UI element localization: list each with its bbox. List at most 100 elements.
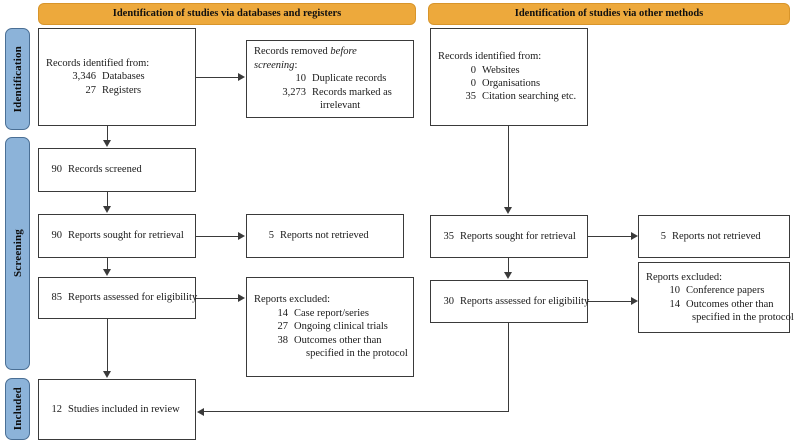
box-reports-not-retrieved-databases: 5 Reports not retrieved <box>246 214 404 258</box>
records-removed-item: 3,273 Records marked as <box>254 86 406 99</box>
stage-pill-screening: Screening <box>5 137 30 370</box>
arrowhead-assessed-to-included <box>103 371 111 378</box>
connector-other-sought-to-assessed <box>508 258 510 273</box>
records-removed-heading: Records removed before <box>254 45 406 58</box>
stage-pill-identification: Identification <box>5 28 30 130</box>
item-label: Reports not retrieved <box>672 230 761 242</box>
item-count: 30 <box>443 295 455 307</box>
arrowhead-other-sought-to-not-retrieved <box>631 232 638 240</box>
item-label-continued: specified in the protocol <box>306 348 408 360</box>
reports-excluded-heading: Reports excluded: <box>254 294 331 306</box>
item-label: Case report/series <box>294 307 369 319</box>
item-count: 27 <box>277 321 289 333</box>
item-label: Reports not retrieved <box>280 230 369 242</box>
item-label: Studies included in review <box>68 403 180 415</box>
item-label: Registers <box>102 84 142 96</box>
stage-label-screening: Screening <box>11 229 24 278</box>
box-reports-excluded-databases: Reports excluded: 14 Case report/series … <box>246 277 414 377</box>
box-reports-sought-databases: 90 Reports sought for retrieval <box>38 214 196 258</box>
box-reports-excluded-other: Reports excluded: 10 Conference papers 1… <box>638 262 794 333</box>
records-identified-heading: Records identified from: <box>46 57 150 69</box>
box-reports-not-retrieved-other: 5 Reports not retrieved <box>638 215 790 258</box>
studies-included-line: 12 Studies included in review <box>46 403 188 416</box>
item-count: 27 <box>85 84 97 96</box>
records-identified-item: 27 Registers <box>46 84 188 97</box>
item-label: Reports sought for retrieval <box>460 230 576 242</box>
connector-other-assessed-down <box>508 323 510 412</box>
item-count: 14 <box>277 307 289 319</box>
connector-sought-to-assessed <box>107 258 109 270</box>
item-count: 35 <box>443 230 455 242</box>
item-label: Organisations <box>482 78 541 89</box>
heading-text-a: Records removed <box>254 46 331 58</box>
connector-screened-to-sought <box>107 192 109 207</box>
records-removed-heading-2: screening: <box>254 59 406 72</box>
box-records-screened: 90 Records screened <box>38 148 196 192</box>
item-label: Outcomes other than <box>686 298 774 310</box>
connector-other-assessed-to-excluded <box>588 301 632 303</box>
item-label: Records marked as <box>312 86 392 98</box>
item-count: 3,273 <box>282 86 306 98</box>
reports-assessed-line: 85 Reports assessed for eligibility <box>46 291 198 304</box>
connector-sought-to-not-retrieved <box>196 236 239 238</box>
item-count: 5 <box>660 230 666 242</box>
item-label: Ongoing clinical trials <box>294 321 388 333</box>
stage-label-identification: Identification <box>11 45 24 113</box>
item-label-continued: specified in the protocol <box>692 311 794 323</box>
box-records-identified-databases: Records identified from: 3,346 Databases… <box>38 28 196 126</box>
item-count: 5 <box>268 230 274 242</box>
reports-sought-other-line: 35 Reports sought for retrieval <box>438 230 580 243</box>
heading-italic-before: before <box>330 46 357 58</box>
item-count: 10 <box>295 73 307 85</box>
connector-other-sought-to-not-retrieved <box>588 236 632 238</box>
reports-sought-line: 90 Reports sought for retrieval <box>46 229 188 242</box>
connector-other-to-included <box>204 411 509 413</box>
records-removed-item: 10 Duplicate records <box>254 72 406 85</box>
item-label: Databases <box>102 71 145 83</box>
arrowhead-sought-to-assessed <box>103 269 111 276</box>
records-identified-item: 3,346 Databases <box>46 70 188 83</box>
connector-assessed-to-included <box>107 319 109 372</box>
box-reports-assessed-other: 30 Reports assessed for eligibility <box>430 280 590 323</box>
item-count: 90 <box>51 164 63 176</box>
reports-excluded-other-item: 10 Conference papers <box>646 284 794 297</box>
records-screened-line: 90 Records screened <box>46 163 188 176</box>
stage-label-included: Included <box>11 387 24 431</box>
reports-excluded-item: 14 Case report/series <box>254 307 408 320</box>
arrowhead-other-to-included <box>197 408 204 416</box>
records-identified-other-heading: Records identified from: <box>438 51 542 63</box>
arrowhead-other-identified-to-sought <box>504 207 512 214</box>
stage-pill-included: Included <box>5 378 30 440</box>
box-studies-included: 12 Studies included in review <box>38 379 196 440</box>
item-label: Outcomes other than <box>294 334 382 346</box>
reports-excluded-other-heading: Reports excluded: <box>646 271 723 283</box>
column-header-other-methods: Identification of studies via other meth… <box>428 3 790 25</box>
item-count: 0 <box>470 64 476 76</box>
heading-colon: : <box>294 59 298 71</box>
item-label: Websites <box>482 64 520 76</box>
arrowhead-identified-to-screened <box>103 140 111 147</box>
item-label: Reports sought for retrieval <box>68 230 184 242</box>
reports-assessed-other-line: 30 Reports assessed for eligibility <box>438 295 590 308</box>
item-label: Reports assessed for eligibility <box>460 295 590 307</box>
item-label: Conference papers <box>686 285 765 297</box>
reports-not-retrieved-other-line: 5 Reports not retrieved <box>646 230 782 243</box>
item-count: 38 <box>277 334 289 346</box>
item-count: 3,346 <box>72 71 96 83</box>
heading-italic-screening: screening <box>254 59 295 71</box>
item-count: 90 <box>51 230 63 242</box>
connector-other-identified-to-sought <box>508 126 510 208</box>
arrowhead-assessed-to-excluded <box>238 294 245 302</box>
records-identified-other-item: 0 Organisations <box>438 77 580 90</box>
arrowhead-other-assessed-to-excluded <box>631 297 638 305</box>
reports-not-retrieved-line: 5 Reports not retrieved <box>254 229 396 242</box>
box-reports-sought-other: 35 Reports sought for retrieval <box>430 215 588 258</box>
column-header-databases: Identification of studies via databases … <box>38 3 416 25</box>
item-count: 0 <box>470 78 476 89</box>
connector-identified-to-removed <box>196 77 239 79</box>
reports-excluded-item: 38 Outcomes other than <box>254 334 408 347</box>
item-label: Duplicate records <box>312 73 387 85</box>
arrowhead-screened-to-sought <box>103 206 111 213</box>
records-identified-other-item: 35 Citation searching etc. <box>438 90 580 103</box>
